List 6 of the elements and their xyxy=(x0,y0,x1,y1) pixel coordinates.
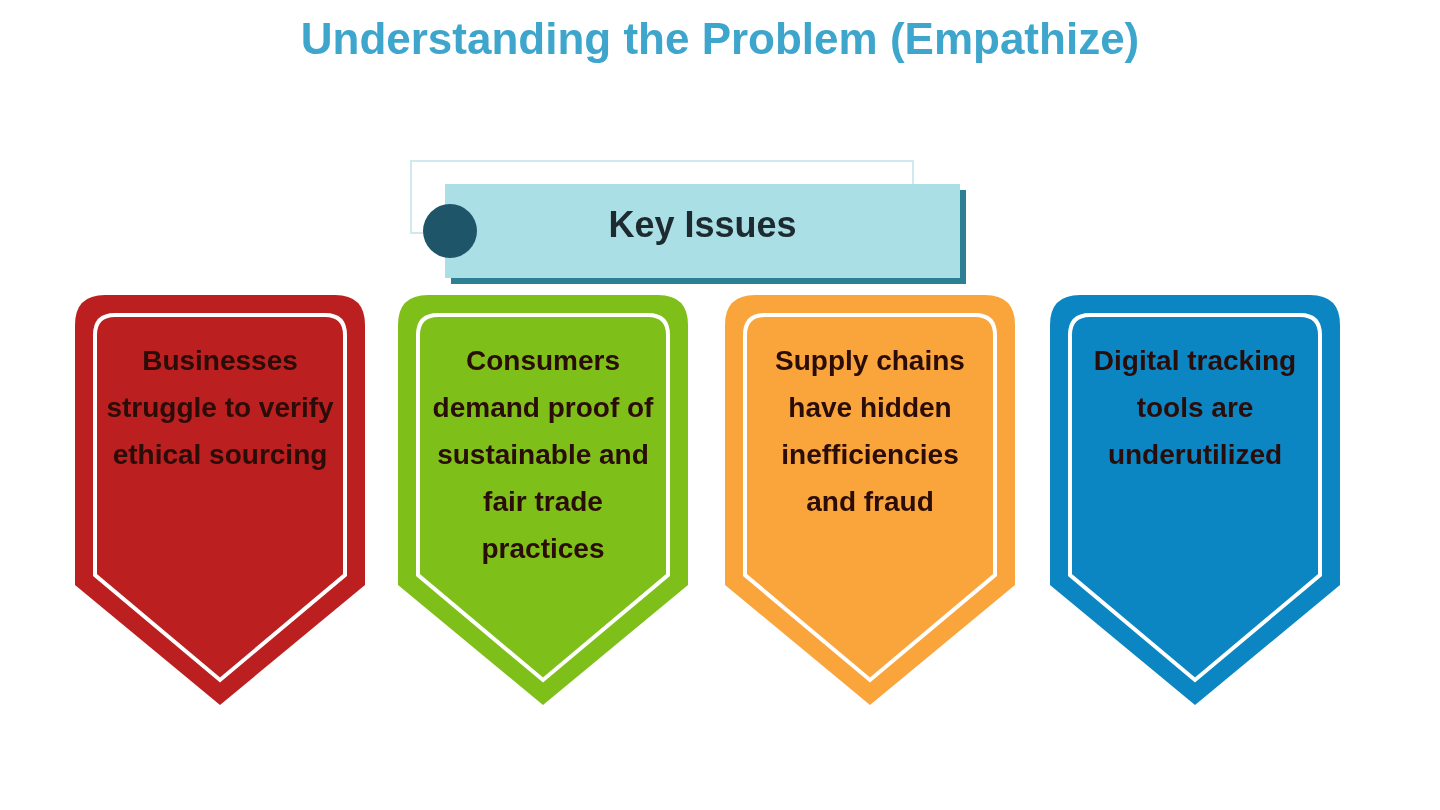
issue-text: Digital tracking tools are underutilized xyxy=(1092,344,1298,472)
issue-text: Supply chains have hidden inefficiencies and fraud xyxy=(774,344,966,519)
banner-heading: Key Issues xyxy=(607,204,798,246)
issue-text: Businesses struggle to verify ethical sourcing xyxy=(105,344,335,472)
title: Understanding the Problem (Empathize) xyxy=(299,14,1141,64)
issue-text: Consumers demand proof of sustainable and fair trade practices xyxy=(431,344,655,566)
